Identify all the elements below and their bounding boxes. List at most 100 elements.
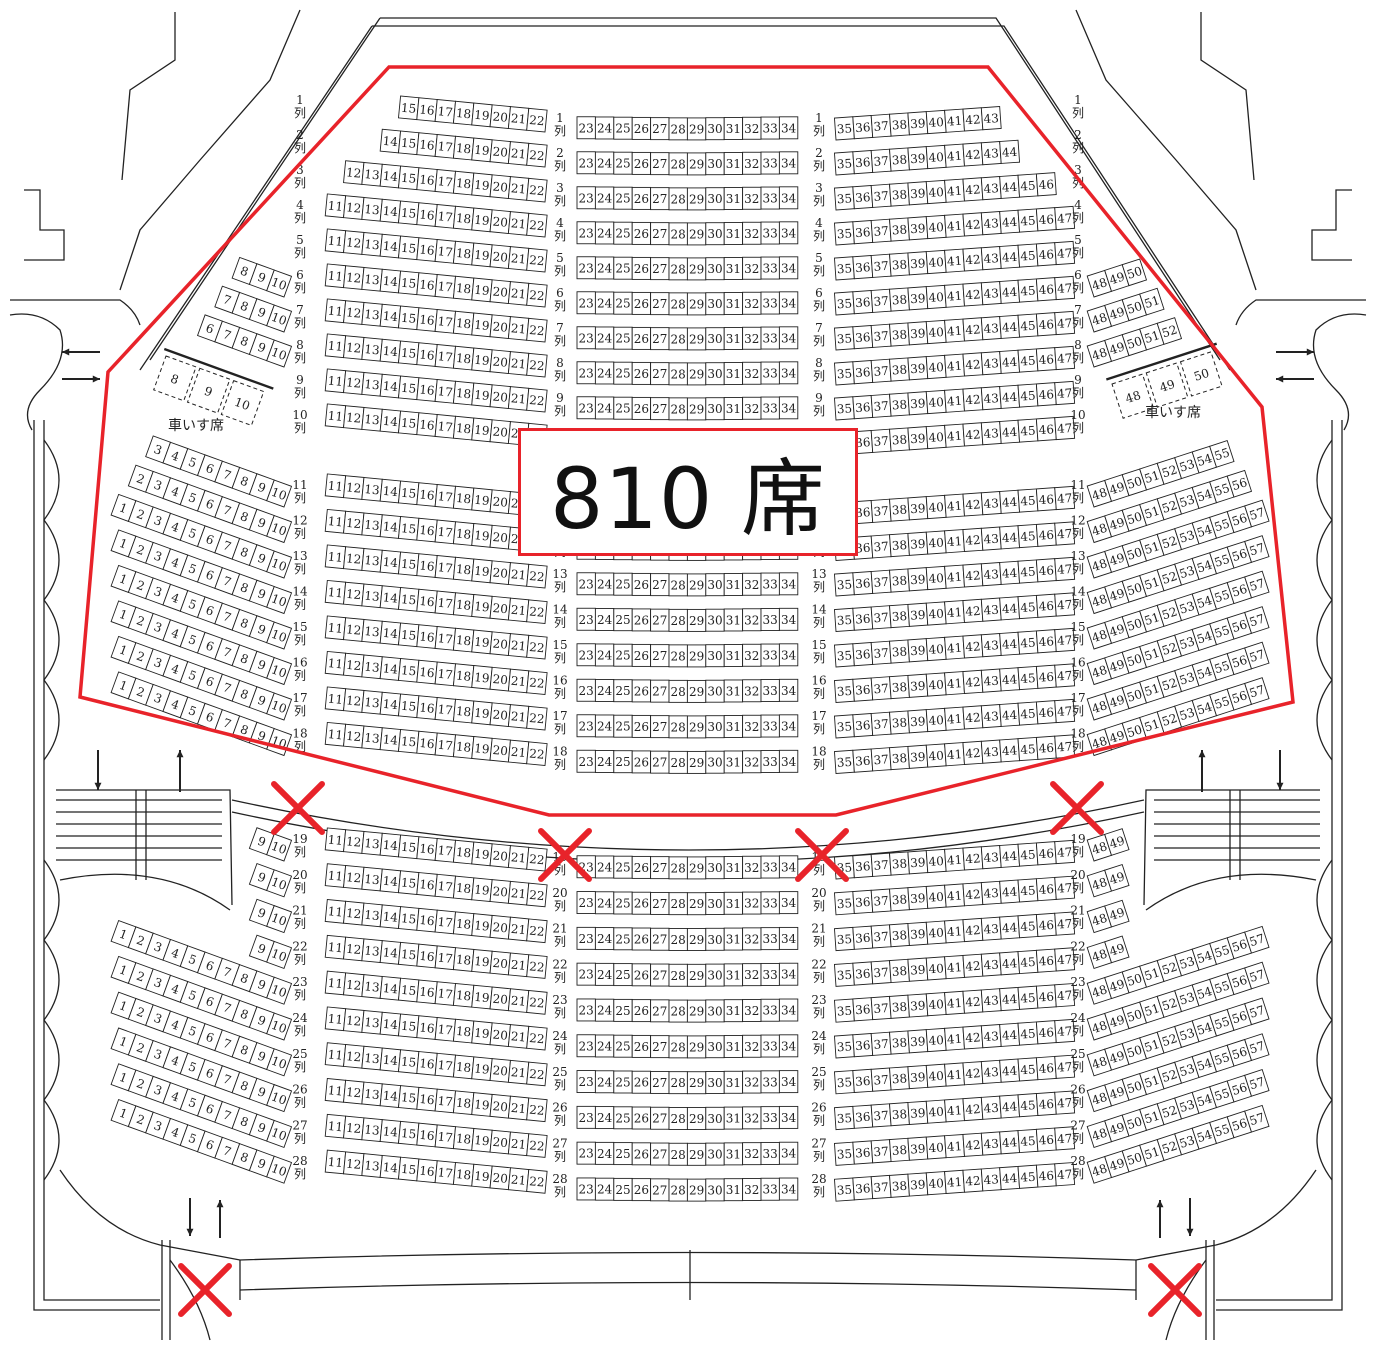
seat-number: 34 — [781, 401, 797, 415]
seat-number: 9 — [256, 305, 268, 321]
row-label-suffix: 列 — [1072, 106, 1084, 120]
seat-number: 44 — [1002, 180, 1019, 195]
row-label-suffix: 列 — [554, 758, 566, 772]
seat-number: 28 — [671, 262, 686, 276]
row-label-suffix: 列 — [294, 1167, 306, 1181]
seat-number: 37 — [873, 364, 889, 379]
seat-number: 20 — [492, 319, 509, 334]
seat-number: 11 — [327, 269, 344, 284]
seat-number: 29 — [689, 756, 704, 770]
seat-number: 11 — [327, 234, 344, 249]
seat-number: 15 — [400, 983, 417, 998]
seat-number: 42 — [965, 533, 981, 548]
seat-number: 46 — [1038, 741, 1054, 756]
seat-number: 47 — [1057, 421, 1073, 436]
seat-number: 21 — [510, 567, 527, 582]
seat-number: 22 — [529, 924, 546, 939]
row-label-suffix: 列 — [294, 633, 306, 647]
seat-number: 46 — [1038, 528, 1054, 543]
seat-number: 21 — [510, 709, 527, 724]
seat-number: 16 — [419, 665, 436, 680]
seat — [778, 116, 799, 140]
seat-number: 33 — [763, 1147, 778, 1161]
seat-number: 47 — [1057, 316, 1073, 331]
seat-number: 46 — [1038, 212, 1054, 227]
seat-number: 15 — [400, 486, 417, 501]
seat-number: 22 — [529, 1174, 546, 1189]
seat-number: 42 — [965, 427, 981, 442]
seat-number: 44 — [1002, 215, 1019, 230]
seat-number: 18 — [455, 246, 472, 261]
row-label-number: 4 — [1074, 198, 1082, 212]
seat-number: 43 — [983, 567, 999, 582]
seat-number: 12 — [345, 1157, 362, 1172]
seat-number: 17 — [437, 384, 454, 399]
seat-number: 15 — [400, 592, 417, 607]
seat-number: 20 — [492, 848, 509, 863]
seat-number: 41 — [946, 1103, 962, 1118]
arrow-up-bottom-left-head — [216, 1200, 224, 1208]
row-label-number: 23 — [1070, 975, 1085, 989]
seat-number: 34 — [781, 684, 797, 698]
seat-number: 18 — [455, 526, 472, 541]
seat-number: 22 — [529, 995, 546, 1010]
seat-number: 36 — [855, 505, 871, 520]
seat-number: 39 — [910, 714, 926, 729]
arrow-up-right-head — [1198, 750, 1206, 758]
seat-number: 41 — [946, 429, 962, 444]
seat-number: 39 — [910, 396, 926, 411]
seat-number: 32 — [744, 1111, 759, 1125]
row-label-suffix: 列 — [554, 194, 566, 208]
seat-number: 29 — [689, 227, 704, 241]
seat-number: 17 — [437, 489, 454, 504]
seat-number: 34 — [781, 968, 797, 982]
seat-number: 40 — [928, 220, 944, 235]
seat-number: 28 — [671, 649, 686, 663]
row-label-number: 24 — [552, 1029, 568, 1043]
seat-number: 35 — [836, 1183, 852, 1198]
seat-number: 16 — [419, 1092, 436, 1107]
row-label-suffix: 列 — [294, 246, 306, 260]
row-label-number: 20 — [1070, 868, 1085, 882]
seat-number: 32 — [744, 332, 759, 346]
seat-number: 38 — [891, 118, 907, 133]
row-label-suffix: 列 — [554, 299, 566, 313]
seat-number: 35 — [836, 261, 852, 276]
seat-number: 14 — [382, 874, 399, 889]
seat-number: 29 — [689, 1076, 704, 1090]
seat — [266, 304, 293, 333]
seat-number: 36 — [855, 859, 871, 874]
seat-number: 31 — [726, 402, 741, 416]
seat-number: 11 — [327, 692, 344, 707]
seat-number: 31 — [726, 684, 741, 698]
seat-number: 13 — [364, 836, 381, 851]
seat-number: 34 — [781, 719, 797, 733]
row-label-suffix: 列 — [813, 899, 825, 913]
seat-number: 30 — [707, 367, 722, 381]
row-label-suffix: 列 — [813, 404, 825, 418]
seat-number: 46 — [1038, 634, 1054, 649]
seat-number: 18 — [455, 1131, 472, 1146]
seat-number: 33 — [763, 613, 778, 627]
seat-number: 20 — [492, 672, 509, 687]
seat-number: 27 — [652, 578, 667, 592]
seat-number: 29 — [689, 402, 704, 416]
seat-number: 45 — [1020, 424, 1036, 439]
seat-number: 33 — [763, 227, 778, 241]
seat-number: 11 — [327, 479, 344, 494]
seat-number: 35 — [836, 226, 852, 241]
seat-number: 26 — [634, 578, 649, 592]
seat-number: 26 — [634, 262, 649, 276]
seat-number: 54 — [1195, 486, 1214, 504]
seat-number: 11 — [327, 514, 344, 529]
